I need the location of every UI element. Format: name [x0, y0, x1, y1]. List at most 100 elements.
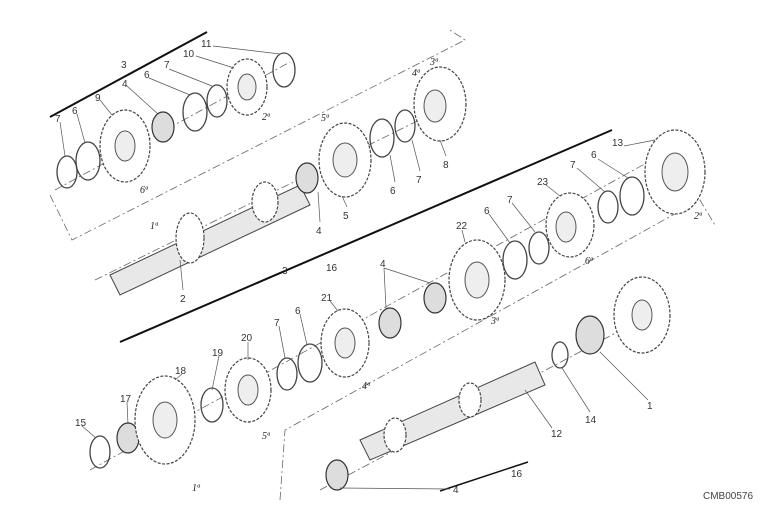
- label-part-22: 22: [456, 221, 468, 232]
- label-part-14: 14: [585, 415, 597, 426]
- label-part-7: 7: [570, 160, 576, 171]
- gear-mark-1st: 1ª: [150, 221, 159, 232]
- label-part-1: 1: [647, 401, 653, 412]
- washer: [182, 92, 208, 132]
- gear-hub: [423, 89, 447, 123]
- part-labels: 3 10 11 7 6 4 9 6 7 4 5 6 7 8 2 3 16 4 2…: [55, 39, 653, 496]
- o-ring: [551, 341, 569, 369]
- circlip: [597, 190, 619, 224]
- frame-secondary: [279, 199, 716, 501]
- washer: [619, 176, 645, 216]
- label-part-7: 7: [164, 60, 170, 71]
- label-part-4: 4: [122, 79, 128, 90]
- label-part-19: 19: [212, 348, 224, 359]
- shaft-splines: [383, 417, 407, 453]
- gear-hub: [555, 211, 577, 243]
- circlip: [206, 84, 228, 118]
- label-part-5: 5: [343, 211, 349, 222]
- leader-lines: [59, 45, 656, 490]
- gear-mark-3rd: 3ª: [429, 57, 439, 68]
- label-part-3: 3: [121, 60, 127, 71]
- label-part-6: 6: [295, 306, 301, 317]
- group-bar-middle: [119, 129, 613, 343]
- label-part-16: 16: [326, 263, 338, 274]
- washer: [200, 387, 224, 423]
- gear-hub: [237, 73, 257, 101]
- frame-primary: [49, 29, 466, 241]
- gear-hub: [114, 130, 136, 162]
- needle-bearing: [378, 307, 402, 339]
- gear-mark-3rd: 3ª: [490, 316, 500, 327]
- gear-hub: [661, 152, 689, 192]
- washer: [369, 118, 395, 158]
- label-part-6: 6: [72, 106, 78, 117]
- gear-ordinal-labels: 2ª 6ª 5ª 4ª 3ª 1ª 6ª 3ª 2ª 4ª 5ª 1ª: [140, 57, 703, 494]
- label-part-20: 20: [241, 333, 253, 344]
- label-part-15: 15: [75, 418, 87, 429]
- gear-mark-6th: 6ª: [585, 256, 594, 267]
- label-part-6: 6: [390, 186, 396, 197]
- label-part-17: 17: [120, 394, 132, 405]
- label-part-7: 7: [274, 318, 280, 329]
- label-part-7: 7: [507, 195, 513, 206]
- label-part-13: 13: [612, 138, 624, 149]
- circlip: [394, 109, 416, 143]
- label-part-18: 18: [175, 366, 187, 377]
- needle-bearing: [423, 282, 447, 314]
- gear-hub: [332, 142, 358, 178]
- label-part-4: 4: [380, 259, 386, 270]
- axis-primary: [94, 99, 461, 281]
- washer: [297, 343, 323, 383]
- group-bar-bottom: [439, 461, 529, 492]
- label-part-7: 7: [55, 114, 61, 125]
- shim: [272, 52, 296, 88]
- label-part-16: 16: [511, 469, 523, 480]
- label-part-8: 8: [443, 160, 449, 171]
- label-part-2: 2: [180, 294, 186, 305]
- axis-middle: [89, 149, 671, 471]
- spacer-bushing: [575, 315, 605, 355]
- needle-bearing: [295, 162, 319, 194]
- shim: [89, 435, 111, 469]
- gear-hub: [237, 374, 259, 406]
- gear-mark-2nd: 2ª: [694, 211, 703, 222]
- gear-1st-integral: [175, 212, 205, 264]
- shaft-splines: [458, 382, 482, 418]
- gear-mark-5th: 5ª: [262, 431, 271, 442]
- gear-mark-4th: 4ª: [412, 68, 421, 79]
- label-part-12: 12: [551, 429, 563, 440]
- gear-mark-4th: 4ª: [362, 381, 371, 392]
- label-part-4: 4: [453, 485, 459, 496]
- group-bar-top: [49, 31, 208, 118]
- label-part-10: 10: [183, 49, 195, 60]
- washer: [75, 141, 101, 181]
- circlip: [276, 357, 298, 391]
- gear-mark-2nd: 2ª: [262, 112, 271, 123]
- label-part-4: 4: [316, 226, 322, 237]
- label-part-6: 6: [591, 150, 597, 161]
- label-part-6: 6: [144, 70, 150, 81]
- label-part-3: 3: [282, 266, 288, 277]
- gear-hub: [334, 327, 356, 359]
- shaft-splines: [251, 181, 279, 223]
- gear-mark-5th: 5ª: [321, 113, 330, 124]
- drawing-code: CMB00576: [703, 491, 753, 502]
- gear-mark-1st: 1ª: [192, 483, 201, 494]
- circlip: [56, 155, 78, 189]
- circlip: [528, 231, 550, 265]
- gear-hub: [152, 401, 178, 439]
- label-part-7: 7: [416, 175, 422, 186]
- label-part-9: 9: [95, 93, 101, 104]
- primary-shaft: [109, 184, 311, 296]
- washer: [502, 240, 528, 280]
- needle-bearing: [151, 111, 175, 143]
- label-part-11: 11: [201, 39, 212, 50]
- gear-hub: [464, 261, 490, 299]
- label-part-6: 6: [484, 206, 490, 217]
- needle-bearing: [325, 459, 349, 491]
- label-part-23: 23: [537, 177, 549, 188]
- sprocket-hub: [631, 299, 653, 331]
- gear-mark-6th: 6ª: [140, 185, 149, 196]
